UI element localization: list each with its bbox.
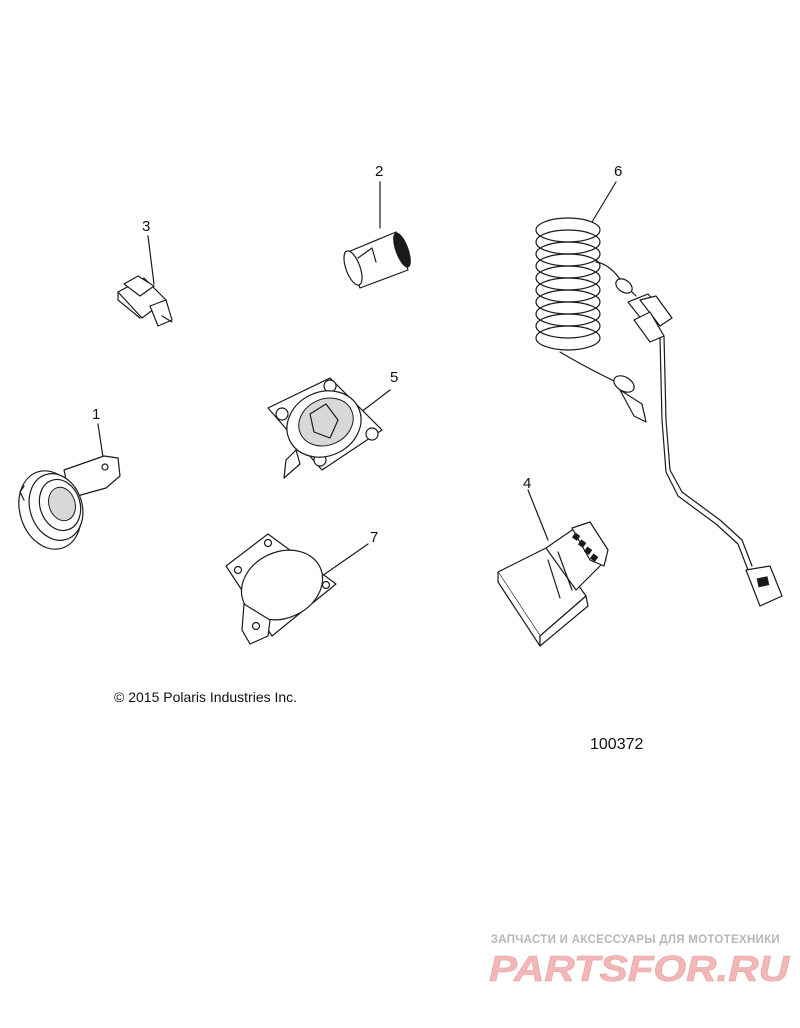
callout-4: 4 [523, 475, 532, 492]
diagram-number: 100372 [590, 736, 644, 753]
watermark-logo: PARTSFOR.RU [489, 950, 791, 986]
callout-2: 2 [375, 163, 384, 180]
watermark-logo-text: PARTSFOR.RU [489, 950, 790, 986]
part-2-bushing [343, 181, 411, 289]
coil [535, 217, 601, 351]
callout-7: 7 [370, 529, 379, 546]
copyright-notice: © 2015 Polaris Industries Inc. [114, 689, 298, 705]
part-7-gasket [225, 533, 369, 645]
callout-6: 6 [614, 163, 623, 180]
part-3-switch [117, 235, 173, 327]
part-6-tether [535, 181, 783, 607]
callout-5: 5 [390, 369, 399, 386]
part-4-module [497, 489, 609, 647]
part-5-flange [267, 377, 391, 479]
callout-3: 3 [142, 218, 151, 235]
callout-1: 1 [92, 406, 101, 423]
watermark-tagline: ЗАПЧАСТИ И АКСЕССУАРЫ ДЛЯ МОТОТЕХНИКИ [490, 934, 780, 946]
part-1-horn [18, 423, 121, 550]
